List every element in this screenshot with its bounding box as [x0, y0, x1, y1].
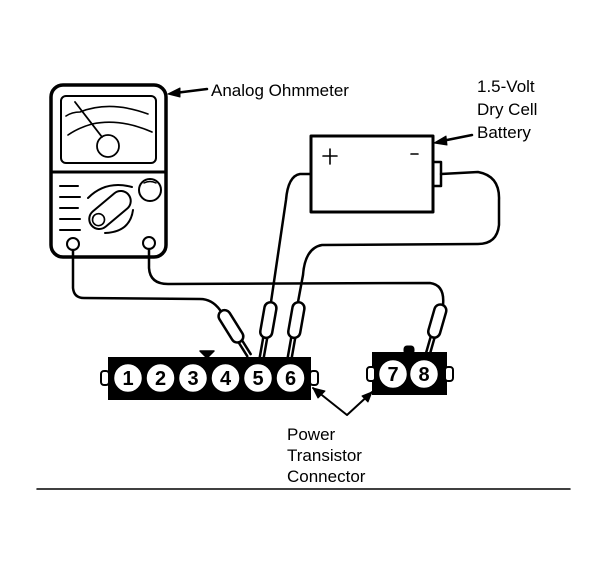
connector-pin-2: 2 — [145, 362, 176, 394]
pin-socket — [112, 362, 144, 394]
battery-label-line1: 1.5-Volt — [477, 77, 535, 96]
pin-socket — [242, 362, 274, 394]
pin-socket — [377, 358, 409, 390]
battery-label-arrow — [433, 133, 474, 146]
range-marks-icon — [59, 185, 81, 231]
connector-label-line2: Transistor — [287, 446, 362, 465]
connector-pin-3: 3 — [177, 362, 209, 394]
pin-number: 3 — [187, 368, 198, 390]
connector-pin-4: 4 — [210, 362, 241, 394]
connector-pin-6: 6 — [275, 362, 306, 394]
test-leads — [71, 170, 501, 312]
connector-pin-5: 5 — [242, 362, 274, 394]
pin-socket — [145, 362, 176, 394]
pin-number: 5 — [252, 368, 263, 390]
pin-number: 6 — [285, 368, 296, 390]
lead-ohmmeter-right — [147, 247, 445, 307]
pin-number: 4 — [220, 368, 232, 390]
zero-adjust-knob[interactable] — [138, 178, 162, 202]
ohmmeter-terminal-left — [66, 237, 80, 251]
lead-battery-negative — [296, 170, 501, 304]
pin-socket — [210, 362, 241, 394]
connector-label-arrows — [312, 387, 373, 416]
connector-label-line3: Connector — [287, 467, 366, 486]
positive-terminal-icon — [322, 148, 338, 165]
probe-ohmmeter-right — [424, 303, 448, 357]
probes — [217, 300, 448, 360]
pin-socket — [275, 362, 306, 394]
pin-number: 8 — [418, 364, 429, 386]
pin-socket — [408, 358, 440, 390]
dial-scale-lower — [67, 121, 153, 136]
selector-knob[interactable] — [85, 187, 135, 233]
dry-cell-battery — [309, 134, 443, 214]
ohmmeter-label-arrow — [167, 87, 209, 98]
connector-pin-1: 1 — [112, 362, 144, 394]
dial-pivot — [96, 134, 120, 158]
ohmmeter-label: Analog Ohmmeter — [211, 81, 349, 100]
lead-ohmmeter-left — [71, 248, 222, 312]
probe-battery-positive — [258, 300, 278, 360]
ohmmeter-terminal-right — [142, 236, 156, 250]
probe-battery-negative — [286, 300, 306, 360]
lead-battery-positive — [269, 172, 313, 304]
connector-pin-8: 8 — [408, 358, 440, 390]
dial-scale-upper — [65, 105, 149, 117]
pin-number: 1 — [122, 368, 133, 390]
connector-label-line1: Power — [287, 425, 336, 444]
pin-number: 2 — [155, 368, 166, 390]
connector-pin-7: 7 — [377, 358, 409, 390]
analog-ohmmeter — [49, 83, 168, 259]
pin-number: 7 — [387, 364, 398, 386]
battery-label-line2: Dry Cell — [477, 100, 538, 119]
probe-ohmmeter-left — [217, 308, 252, 358]
pin-socket — [177, 362, 209, 394]
ohmmeter-dial-window — [60, 95, 157, 164]
battery-body — [309, 134, 435, 214]
battery-label-line3: Battery — [477, 123, 531, 142]
dial-needle — [74, 101, 103, 138]
selector-arc — [87, 184, 134, 234]
